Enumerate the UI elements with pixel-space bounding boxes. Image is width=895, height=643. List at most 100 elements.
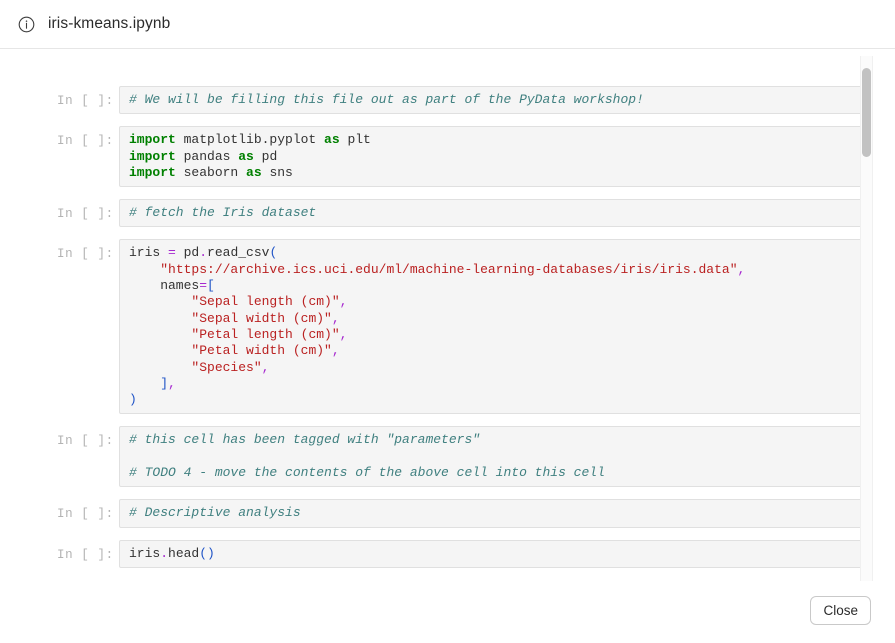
notebook-cell[interactable]: In [ ]:iris = pd.read_csv( "https://arch…: [57, 239, 869, 414]
notebook-scroll-area[interactable]: In [ ]: # We will be filling this file ou…: [0, 50, 895, 643]
code-token: [: [207, 278, 215, 293]
code-token: ): [129, 392, 137, 407]
cell-prompt-label: In [ ]:: [57, 540, 119, 562]
code-line: import matplotlib.pyplot as plt: [129, 132, 858, 148]
code-token: as: [238, 149, 254, 164]
cell-source: iris.head(): [129, 546, 858, 562]
code-line: names=[: [129, 278, 858, 294]
code-token: as: [324, 132, 340, 147]
code-token: seaborn: [176, 165, 246, 180]
cell-source: # this cell has been tagged with "parame…: [129, 432, 858, 481]
code-token: matplotlib.pyplot: [176, 132, 324, 147]
code-line: "Sepal width (cm)",: [129, 311, 858, 327]
code-line: "Petal width (cm)",: [129, 343, 858, 359]
cell-prompt-label: In [ ]:: [57, 426, 119, 448]
cell-editor-cell-imports[interactable]: import matplotlib.pyplot as pltimport pa…: [119, 126, 869, 187]
code-token: ,: [262, 360, 270, 375]
cell-editor-cell-fetch-comment[interactable]: # fetch the Iris dataset: [119, 199, 869, 227]
code-token: =: [168, 245, 176, 260]
code-token: .: [160, 546, 168, 561]
code-token: "Petal width (cm)": [191, 343, 331, 358]
code-line: iris = pd.read_csv(: [129, 245, 858, 261]
code-line: "https://archive.ics.uci.edu/ml/machine-…: [129, 262, 858, 278]
code-token: read_csv: [207, 245, 269, 260]
code-line: [129, 449, 858, 465]
notebook-cell[interactable]: In [ ]: # fetch the Iris dataset: [57, 199, 869, 227]
cell-editor-cell-descriptive-comment[interactable]: # Descriptive analysis: [119, 499, 869, 527]
code-token: ,: [738, 262, 746, 277]
code-token: # We will be filling this file out as pa…: [129, 92, 644, 107]
code-token: [129, 294, 191, 309]
code-token: names: [129, 278, 199, 293]
code-token: .: [199, 245, 207, 260]
code-token: [129, 327, 191, 342]
code-line: # TODO 4 - move the contents of the abov…: [129, 465, 858, 481]
vertical-scrollbar-track[interactable]: [860, 56, 873, 626]
code-token: =: [199, 278, 207, 293]
notebook-cell[interactable]: In [ ]:import matplotlib.pyplot as pltim…: [57, 126, 869, 187]
code-token: import: [129, 132, 176, 147]
code-token: # this cell has been tagged with "parame…: [129, 432, 480, 447]
code-token: # TODO 4 - move the contents of the abov…: [129, 465, 605, 480]
code-line: "Petal length (cm)",: [129, 327, 858, 343]
code-token: pd: [176, 245, 199, 260]
code-token: [129, 343, 191, 358]
code-token: (: [269, 245, 277, 260]
notebook-cell[interactable]: In [ ]: iris.head(): [57, 540, 869, 568]
close-button[interactable]: Close: [810, 596, 871, 625]
code-line: # fetch the Iris dataset: [129, 205, 858, 221]
code-token: [129, 376, 160, 391]
code-token: pandas: [176, 149, 238, 164]
code-token: [129, 311, 191, 326]
code-token: "https://archive.ics.uci.edu/ml/machine-…: [160, 262, 737, 277]
cell-prompt-label: In [ ]:: [57, 126, 119, 148]
code-token: ,: [332, 311, 340, 326]
code-token: head: [168, 546, 199, 561]
code-line: import pandas as pd: [129, 149, 858, 165]
code-line: # this cell has been tagged with "parame…: [129, 432, 858, 448]
notebook-cell[interactable]: In [ ]:# Descriptive analysis: [57, 499, 869, 527]
cell-editor-cell-iris-head[interactable]: iris.head(): [119, 540, 869, 568]
vertical-scrollbar-thumb[interactable]: [862, 68, 871, 157]
code-line: iris.head(): [129, 546, 858, 562]
code-token: pd: [254, 149, 277, 164]
cell-prompt-label: In [ ]:: [57, 199, 119, 221]
info-circle-icon: [18, 16, 35, 33]
page-title: iris-kmeans.ipynb: [48, 15, 170, 33]
cell-source: # Descriptive analysis: [129, 505, 858, 521]
notebook-cell[interactable]: In [ ]: # this cell has been tagged with …: [57, 426, 869, 487]
code-token: sns: [262, 165, 293, 180]
cell-editor-cell-read-csv[interactable]: iris = pd.read_csv( "https://archive.ics…: [119, 239, 869, 414]
code-token: ,: [332, 343, 340, 358]
cell-source: import matplotlib.pyplot as pltimport pa…: [129, 132, 858, 181]
code-token: # Descriptive analysis: [129, 505, 301, 520]
cell-source: # fetch the Iris dataset: [129, 205, 858, 221]
code-token: # fetch the Iris dataset: [129, 205, 316, 220]
code-line: import seaborn as sns: [129, 165, 858, 181]
cell-prompt-label: In [ ]:: [57, 86, 119, 108]
cell-prompt-label: In [ ]:: [57, 239, 119, 261]
notebook-cell-list: In [ ]: # We will be filling this file ou…: [0, 50, 895, 568]
code-token: "Sepal width (cm)": [191, 311, 331, 326]
code-token: iris: [129, 245, 168, 260]
code-line: # We will be filling this file out as pa…: [129, 92, 858, 108]
code-token: [129, 262, 160, 277]
cell-editor-cell-intro-comment[interactable]: # We will be filling this file out as pa…: [119, 86, 869, 114]
code-line: # Descriptive analysis: [129, 505, 858, 521]
footer-bar: Close: [0, 581, 895, 643]
code-line: "Sepal length (cm)",: [129, 294, 858, 310]
code-token: ,: [340, 294, 348, 309]
code-line: ],: [129, 376, 858, 392]
code-token: iris: [129, 546, 160, 561]
cell-editor-cell-parameters[interactable]: # this cell has been tagged with "parame…: [119, 426, 869, 487]
code-token: "Species": [191, 360, 261, 375]
code-token: ]: [160, 376, 168, 391]
code-token: (): [199, 546, 215, 561]
code-token: "Petal length (cm)": [191, 327, 339, 342]
titlebar: iris-kmeans.ipynb: [0, 0, 895, 49]
notebook-cell[interactable]: In [ ]: # We will be filling this file ou…: [57, 86, 869, 114]
code-token: as: [246, 165, 262, 180]
code-token: import: [129, 149, 176, 164]
code-line: "Species",: [129, 360, 858, 376]
code-token: import: [129, 165, 176, 180]
